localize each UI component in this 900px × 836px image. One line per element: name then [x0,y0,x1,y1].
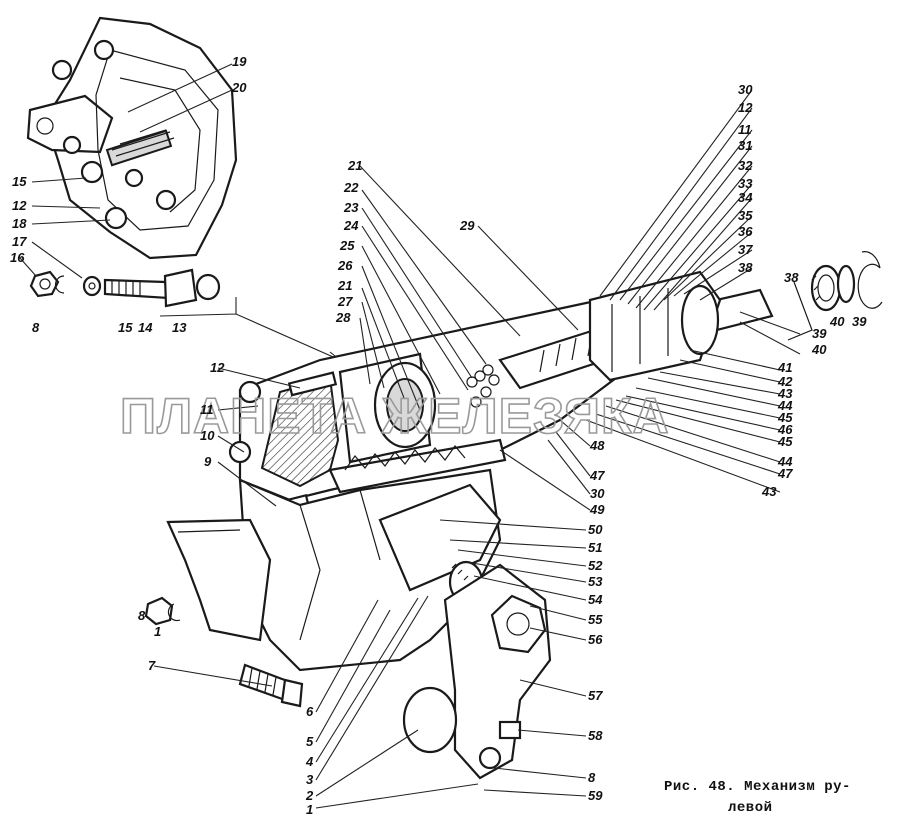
caption-line-2: левой [728,800,773,816]
callout: 11 [200,402,214,417]
callout: 21 [337,278,352,293]
callout: 49 [589,502,605,517]
right-loose-parts [787,251,883,341]
callout: 39 [852,314,867,329]
callout-labels: 19 20 15 12 18 17 16 8 15 14 13 21 22 23… [10,54,867,817]
callout: 40 [811,342,827,357]
callout: 16 [10,250,25,265]
callout: 14 [138,320,153,335]
callout: 33 [738,176,753,191]
steering-gear-housing [144,270,774,780]
callout: 25 [339,238,355,253]
callout: 48 [589,438,605,453]
callout: 4 [305,754,314,769]
callout: 7 [148,658,156,673]
callout: 19 [232,54,247,69]
callout: 34 [738,190,753,205]
callout: 59 [588,788,603,803]
callout: 45 [777,410,793,425]
callout: 6 [306,704,314,719]
callout: 41 [777,360,792,375]
leader-lines [19,63,801,809]
callout: 54 [588,592,603,607]
callout: 43 [777,386,793,401]
callout: 24 [343,218,359,233]
callout: 58 [588,728,603,743]
callout: 8 [32,320,40,335]
callout: 20 [231,80,247,95]
callout: 12 [12,198,27,213]
watermark-text: ПЛАНЕТА ЖЕЛЕЗЯКА [120,388,670,444]
callout: 40 [829,314,845,329]
loose-parts-row [29,268,341,363]
callout: 18 [12,216,27,231]
callout: 56 [588,632,603,647]
callout: 8 [138,608,146,623]
callout: 51 [588,540,602,555]
callout: 26 [337,258,353,273]
callout: 44 [777,398,793,413]
callout: 53 [588,574,603,589]
callout: 39 [812,326,827,341]
callout: 17 [12,234,27,249]
callout: 43 [761,484,777,499]
callout: 15 [12,174,27,189]
callout: 57 [588,688,603,703]
side-cover-inset [26,16,238,260]
callout: 1 [306,802,313,817]
callout: 22 [343,180,359,195]
callout: 23 [343,200,359,215]
callout: 38 [784,270,799,285]
callout: 11 [738,122,752,137]
callout: 12 [738,100,753,115]
callout: 21 [347,158,362,173]
callout: 12 [210,360,225,375]
callout: 27 [337,294,353,309]
callout: 15 [118,320,133,335]
callout: 47 [777,466,793,481]
callout: 52 [588,558,603,573]
callout: 9 [204,454,212,469]
callout: 42 [777,374,793,389]
callout: 31 [738,138,752,153]
callout: 30 [738,82,753,97]
callout: 35 [738,208,753,223]
callout: 3 [306,772,314,787]
callout: 45 [777,434,793,449]
callout: 46 [777,422,793,437]
callout: 44 [777,454,793,469]
callout: 50 [588,522,603,537]
callout: 32 [738,158,753,173]
callout: 55 [588,612,603,627]
callout: 47 [589,468,605,483]
callout: 38 [738,260,753,275]
callout: 37 [738,242,753,257]
callout: 28 [335,310,351,325]
callout: 5 [306,734,314,749]
callout: 1 [154,624,161,639]
figure-caption: Рис. 48. Механизм ру- левой [664,777,851,819]
callout: 8 [588,770,596,785]
callout: 13 [172,320,187,335]
callout: 2 [305,788,314,803]
callout: 36 [738,224,753,239]
callout: 30 [590,486,605,501]
callout: 10 [200,428,215,443]
caption-line-1: Рис. 48. Механизм ру- [664,779,851,795]
callout: 29 [459,218,475,233]
